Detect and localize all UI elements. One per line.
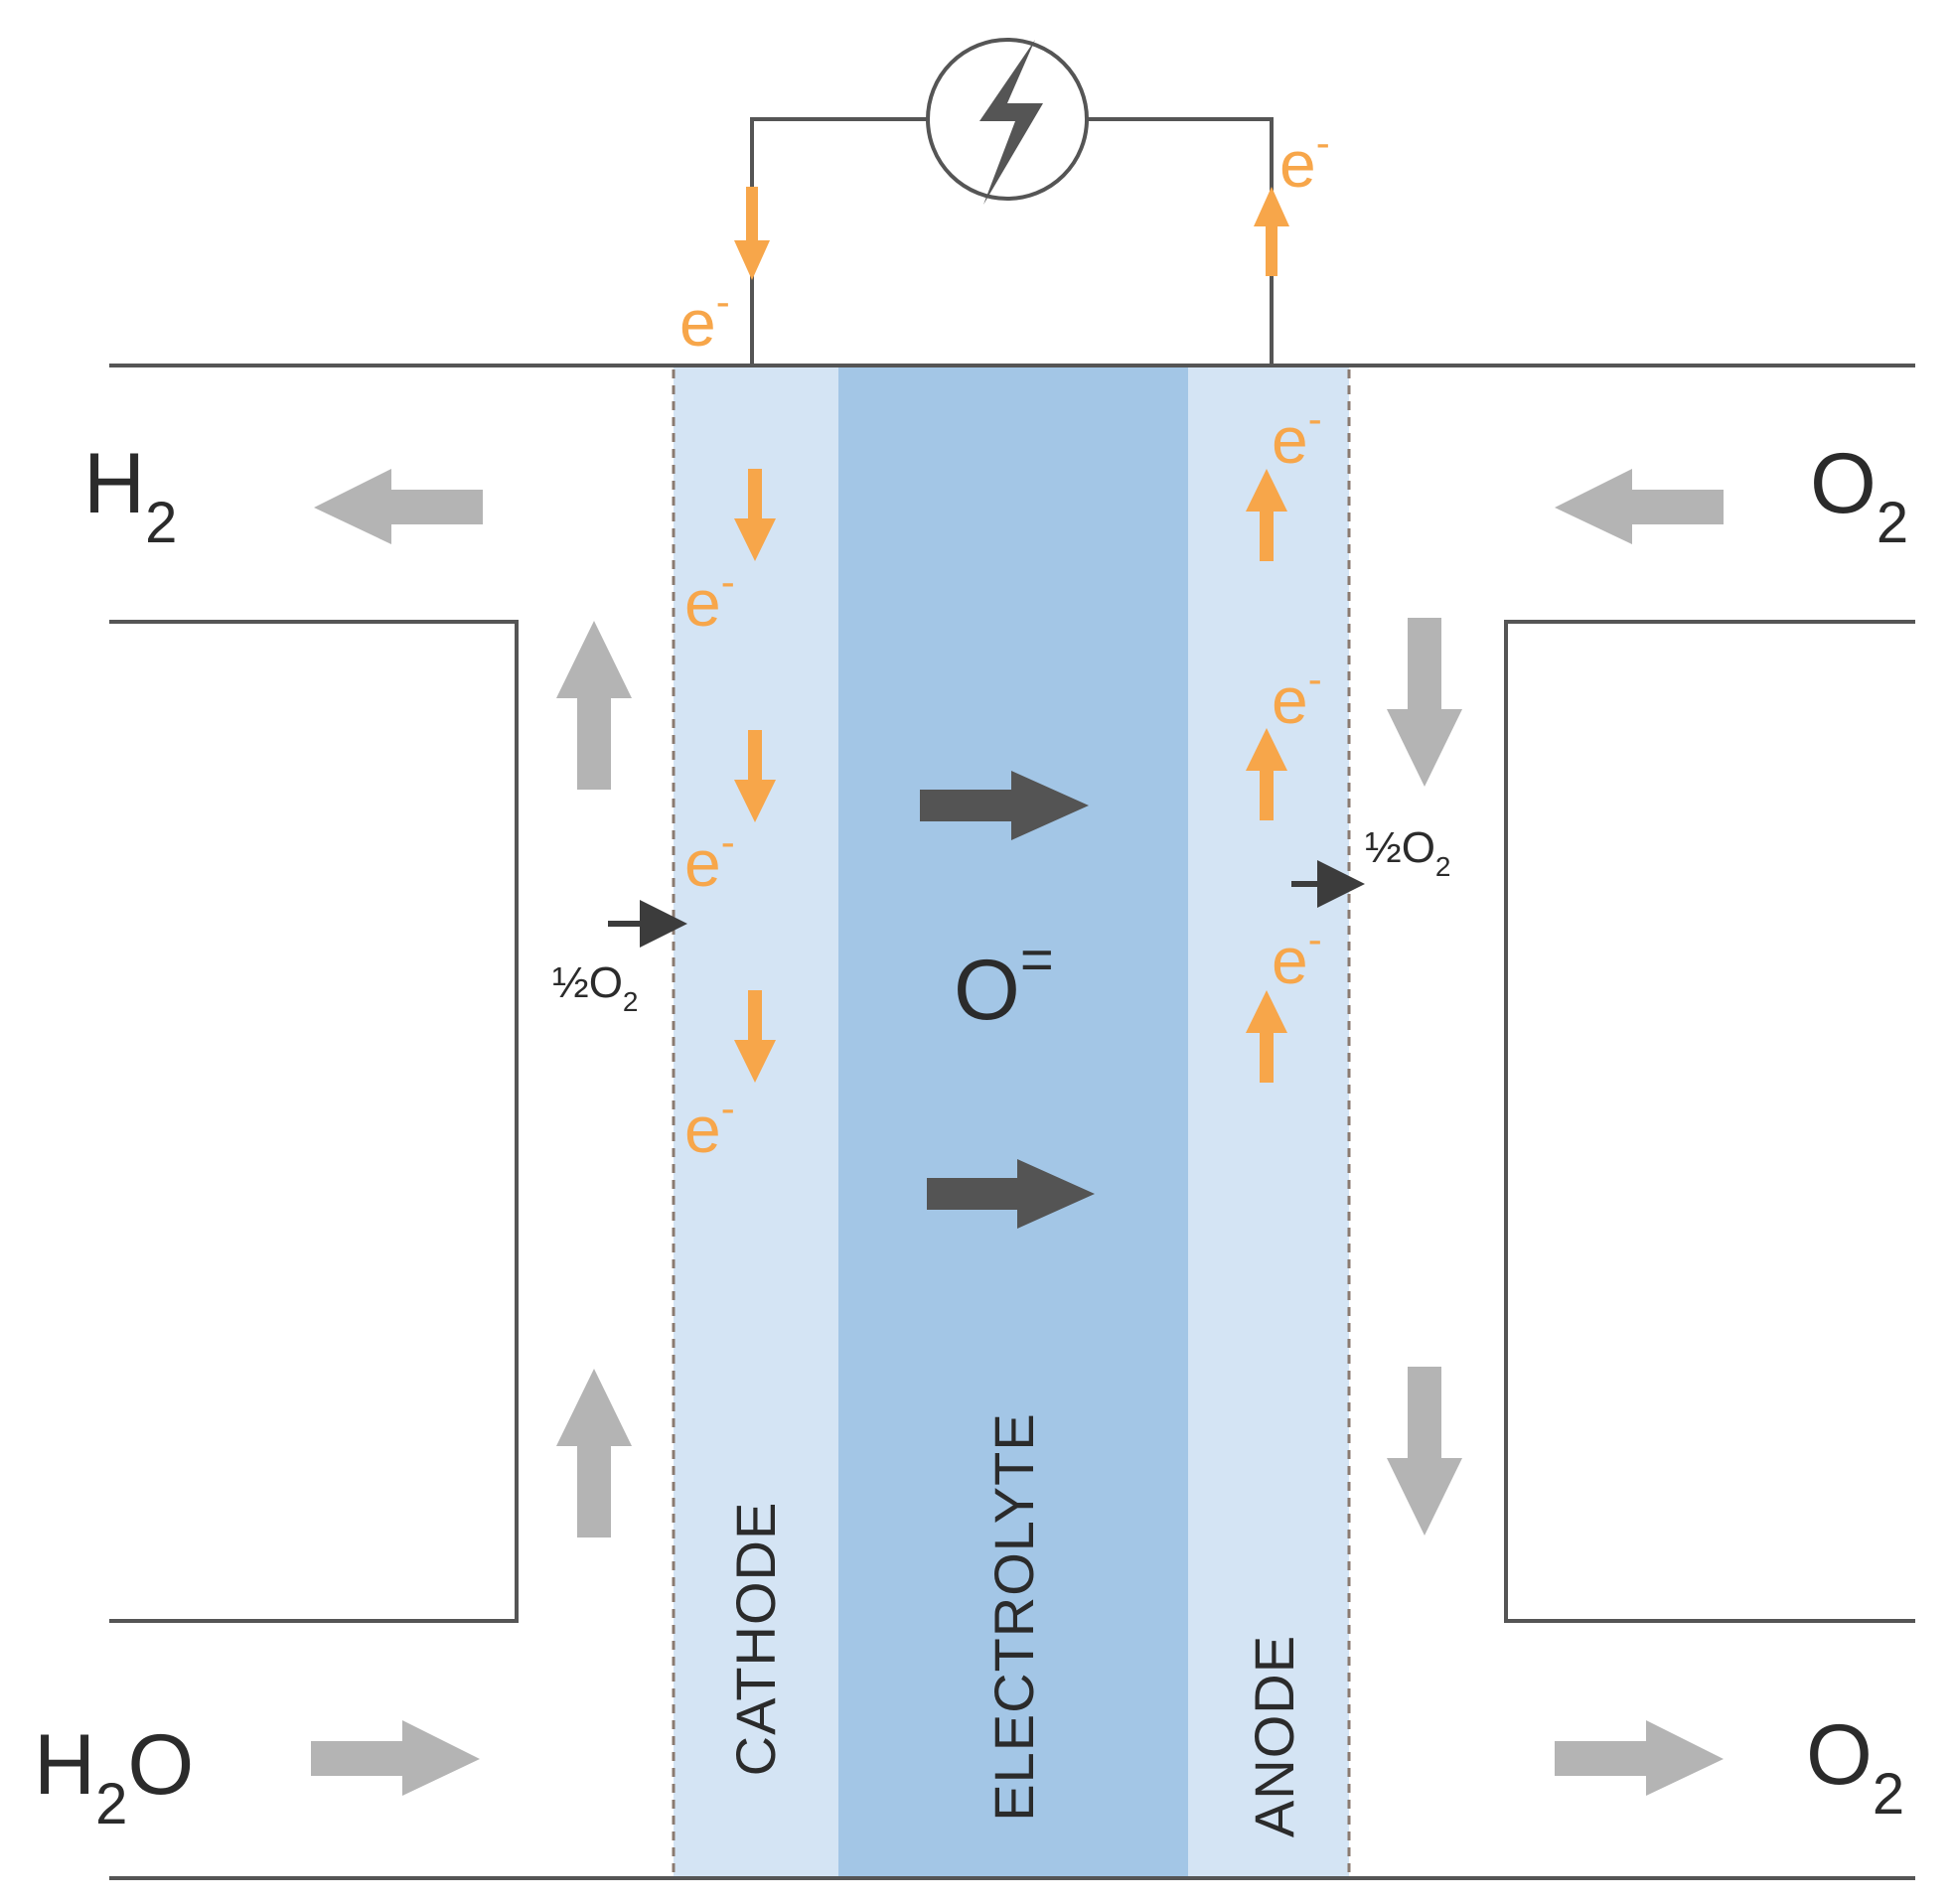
- oxide-ion-arrows: [920, 771, 1095, 1229]
- channel-walls: [109, 364, 1915, 1880]
- electron-label: e-: [684, 558, 735, 640]
- anode-electron-arrows: [1246, 469, 1287, 1083]
- o2-out-arrow: [1555, 1720, 1724, 1796]
- anode-down-arrow-2: [1387, 1367, 1462, 1536]
- lightning-bolt-icon: [979, 40, 1043, 205]
- cathode-up-arrow-1: [556, 621, 632, 790]
- h2o-label: H2O: [34, 1717, 194, 1836]
- external-circuit: [750, 38, 1274, 366]
- anode-label: ANODE: [1243, 1635, 1305, 1837]
- o2-out-label: O2: [1806, 1707, 1904, 1827]
- h2o-in-arrow: [311, 1720, 480, 1796]
- circuit-electron-arrows: [734, 187, 1289, 280]
- electron-label: e-: [679, 278, 730, 360]
- cathode-up-arrow-2: [556, 1369, 632, 1538]
- o2-in-arrow: [1555, 469, 1724, 544]
- cathode-label: CATHODE: [724, 1502, 787, 1777]
- electron-label: e-: [1272, 916, 1322, 997]
- anode-half-oxygen-label: ½O2: [1365, 823, 1451, 882]
- electron-label: e-: [1279, 119, 1330, 201]
- cathode-half-oxygen-label: ½O2: [552, 958, 639, 1017]
- o2-in-label: O2: [1810, 436, 1908, 555]
- cathode-layer: [674, 366, 838, 1878]
- electrolyte-label: ELECTROLYTE: [982, 1412, 1045, 1821]
- electron-label: e-: [1272, 656, 1322, 737]
- anode-down-arrow-1: [1387, 618, 1462, 787]
- electrolyte-layer: [838, 366, 1188, 1878]
- anode-layer: [1188, 366, 1349, 1878]
- electron-label: e-: [1272, 395, 1322, 477]
- gas-flow-arrows: [311, 469, 1724, 1796]
- cathode-electron-arrows: [734, 469, 776, 1083]
- oxide-ion-label: O=: [954, 928, 1054, 1038]
- electron-label: e-: [684, 1085, 735, 1166]
- h2-label: H2: [83, 436, 177, 555]
- electron-label: e-: [684, 818, 735, 900]
- h2-out-arrow: [314, 469, 483, 544]
